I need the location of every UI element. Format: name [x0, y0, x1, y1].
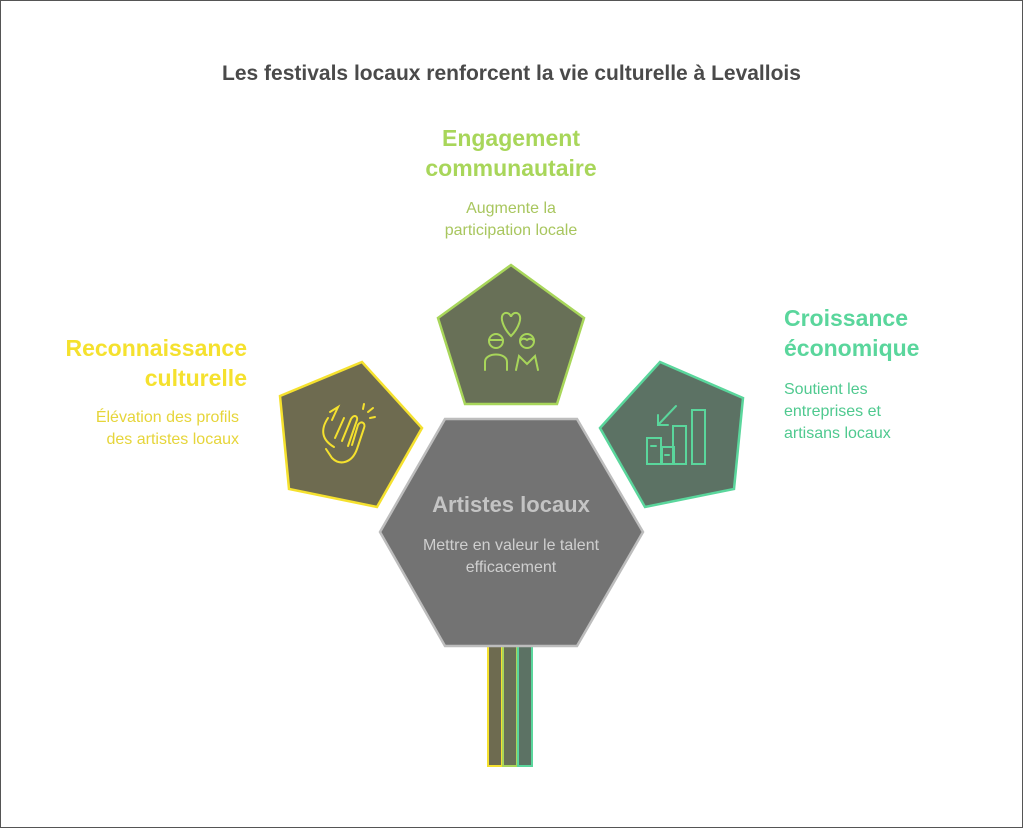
right-pentagon — [598, 360, 745, 509]
top-pentagon — [436, 263, 586, 406]
stem-bar-yellow — [487, 645, 503, 767]
node-reconnaissance-title: Reconnaissance culturelle — [20, 333, 247, 393]
desc-line: Augmente la — [466, 200, 556, 217]
center-hexagon — [378, 417, 645, 648]
node-engagement-title: Engagement communautaire — [400, 123, 622, 183]
title-line: Croissance — [784, 305, 909, 331]
node-croissance-description: Soutient les entreprises et artisans loc… — [784, 379, 1004, 445]
desc-line: des artistes locaux — [106, 431, 239, 448]
growth-chart-icon — [646, 405, 706, 465]
desc-line: entreprises et — [784, 403, 881, 420]
people-heart-icon — [484, 311, 539, 371]
title-line: Reconnaissance — [65, 335, 247, 361]
center-description: Mettre en valeur le talent efficacement — [422, 537, 600, 576]
clapping-hands-icon — [322, 403, 376, 464]
desc-line: artisans locaux — [784, 425, 891, 442]
node-reconnaissance-description: Élévation des profils des artistes locau… — [20, 407, 239, 451]
stem-bar-green — [502, 645, 518, 767]
desc-line: Élévation des profils — [95, 409, 239, 426]
title-line: Engagement — [441, 125, 581, 151]
desc-line: Soutient les — [784, 381, 868, 398]
title-line: communautaire — [425, 155, 597, 181]
diagram-title: Les festivals locaux renforcent la vie c… — [222, 62, 801, 85]
node-croissance-title: Croissance économique — [784, 303, 1004, 363]
stem-bar-teal — [517, 645, 533, 767]
title-line: culturelle — [144, 365, 247, 391]
title-line: économique — [784, 335, 920, 361]
center-title: Artistes locaux — [432, 492, 590, 517]
desc-line: participation locale — [444, 222, 578, 239]
node-engagement-description: Augmente la participation locale — [400, 198, 622, 242]
